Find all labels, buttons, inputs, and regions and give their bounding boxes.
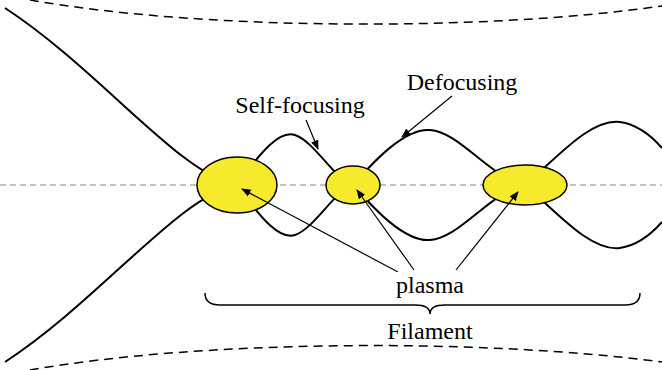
figure-label: Defocusing — [404, 69, 521, 95]
figure-label: Self-focusing — [232, 92, 367, 118]
leader-line — [456, 192, 518, 270]
figure-label: plasma — [393, 272, 467, 298]
plasma-region — [197, 157, 277, 213]
beam-envelope — [5, 8, 237, 185]
leader-line — [357, 190, 414, 270]
plasma-region — [326, 166, 380, 204]
leader-line — [402, 96, 452, 137]
plasma-region — [483, 165, 567, 205]
leader-line — [242, 189, 398, 272]
leader-line — [306, 120, 318, 149]
filament-beam — [237, 122, 662, 185]
background-envelope — [30, 346, 662, 370]
figure-label: Filament — [384, 318, 475, 344]
beam-envelope — [5, 185, 237, 362]
background-envelope — [30, 0, 662, 24]
filament-beam — [237, 185, 662, 248]
